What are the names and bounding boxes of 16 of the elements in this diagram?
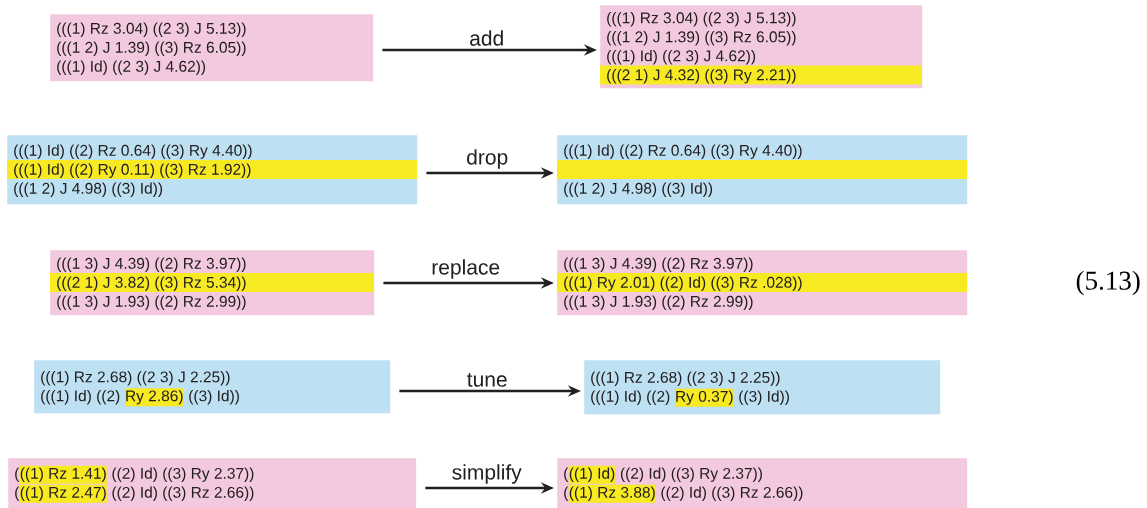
edge-label: drop: [467, 149, 508, 169]
sequence-box: (((1) Id) ((2) Rz 0.64) ((3) Ry 4.40)) (((1 2) J 4.98) ((3) Id)): [557, 135, 968, 205]
sequence-box: (((1) Rz 2.68) ((2 3) J 2.25)) (((1) Id) ((2) Ry 2.86) ((3) Id)): [34, 360, 391, 414]
sequence-box: (((1) Rz 1.41) ((2) Id) ((3) Ry 2.37)) (((1) Rz 2.47) ((2) Id) ((3) Rz 2.66)): [8, 458, 417, 508]
sequence-box: (((1) Id) ((2) Rz 0.64) ((3) Ry 4.40)) (((1) Id) ((2) Ry 0.11) ((3) Rz 1.92)) (((1 2) J 4.98) ((3) Id)): [7, 135, 418, 205]
edge-label: add: [470, 30, 503, 46]
edge-label: replace: [432, 259, 500, 279]
sequence-box: (((1 3) J 4.39) ((2) Rz 3.97)) (((2 1) J 3.82) ((3) Rz 5.34)) (((1 3) J 1.93) ((2) Rz 2.99)): [50, 250, 375, 316]
sequence-box: (((1) Rz 3.04) ((2 3) J 5.13)) (((1 2) J 1.39) ((3) Rz 6.05)) (((1) Id) ((2 3) J 4.62)): [50, 14, 374, 82]
sequence-box: (((1) Rz 2.68) ((2 3) J 2.25)) (((1) Id) ((2) Ry 0.37) ((3) Id)): [584, 360, 941, 415]
edge-label: tune: [467, 373, 507, 387]
sequence-box: (((1) Rz 3.04) ((2 3) J 5.13)) (((1 2) J 1.39) ((3) Rz 6.05)) (((1) Id) ((2 3) J 4.62)) (((2 1) J 4.32) ((3) Ry 2.21)): [600, 5, 923, 89]
sequence-box: (((1) Id) ((2) Id) ((3) Ry 2.37)) (((1) Rz 3.88) ((2) Id) ((3) Rz 2.66)): [557, 458, 968, 508]
edge-label: simplify: [452, 464, 522, 484]
equation-number: (5.13): [1076, 270, 1140, 296]
sequence-box: (((1 3) J 4.39) ((2) Rz 3.97)) (((1) Ry 2.01) ((2) Id) ((3) Rz .028)) (((1 3) J 1.93) ((2) Rz 2.99)): [557, 250, 968, 316]
